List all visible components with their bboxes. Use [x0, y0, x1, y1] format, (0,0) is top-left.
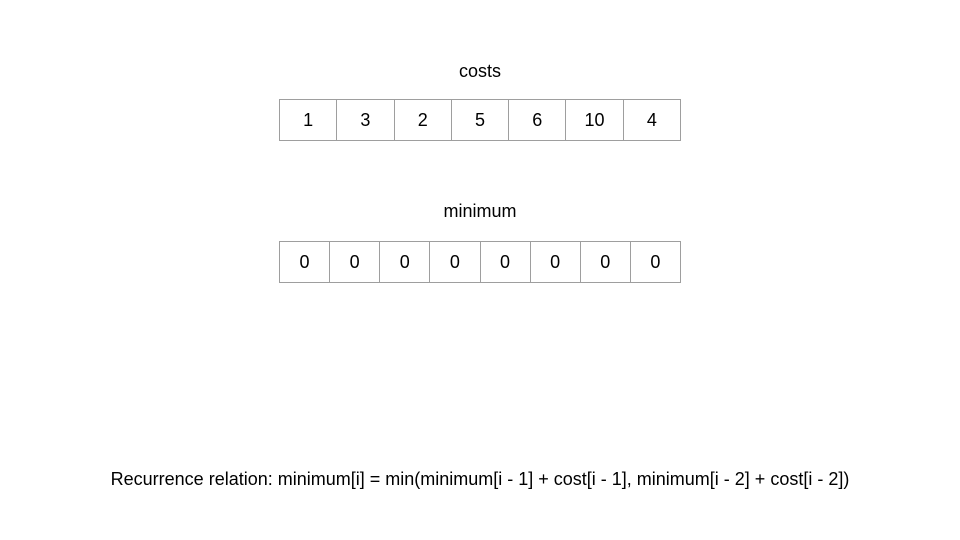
costs-cell: 1: [280, 100, 338, 140]
costs-cell: 10: [566, 100, 624, 140]
minimum-cell: 0: [330, 242, 381, 282]
minimum-cell: 0: [650, 251, 661, 272]
minimum-array: 0 0 0 0 0 0 0 0: [279, 241, 681, 283]
minimum-cell: 0: [280, 242, 331, 282]
minimum-cell: 0: [481, 242, 531, 282]
costs-cell: 3: [337, 100, 395, 140]
minimum-cell: 0: [581, 242, 631, 282]
costs-array-label: costs: [458, 61, 501, 81]
costs-cell: 2: [395, 100, 452, 140]
minimum-cell: 0: [380, 242, 431, 282]
costs-cell: 4: [646, 109, 657, 130]
recurrence-relation-text: Recurrence relation: minimum[i] = min(mi…: [110, 469, 850, 489]
minimum-cell: 0: [531, 242, 581, 282]
minimum-cell: 0: [430, 242, 481, 282]
costs-cell: 5: [452, 100, 510, 140]
costs-cell: 6: [509, 100, 567, 140]
minimum-array-label: minimum: [443, 201, 517, 221]
costs-array: 1 3 2 5 6 10 4: [279, 99, 681, 141]
